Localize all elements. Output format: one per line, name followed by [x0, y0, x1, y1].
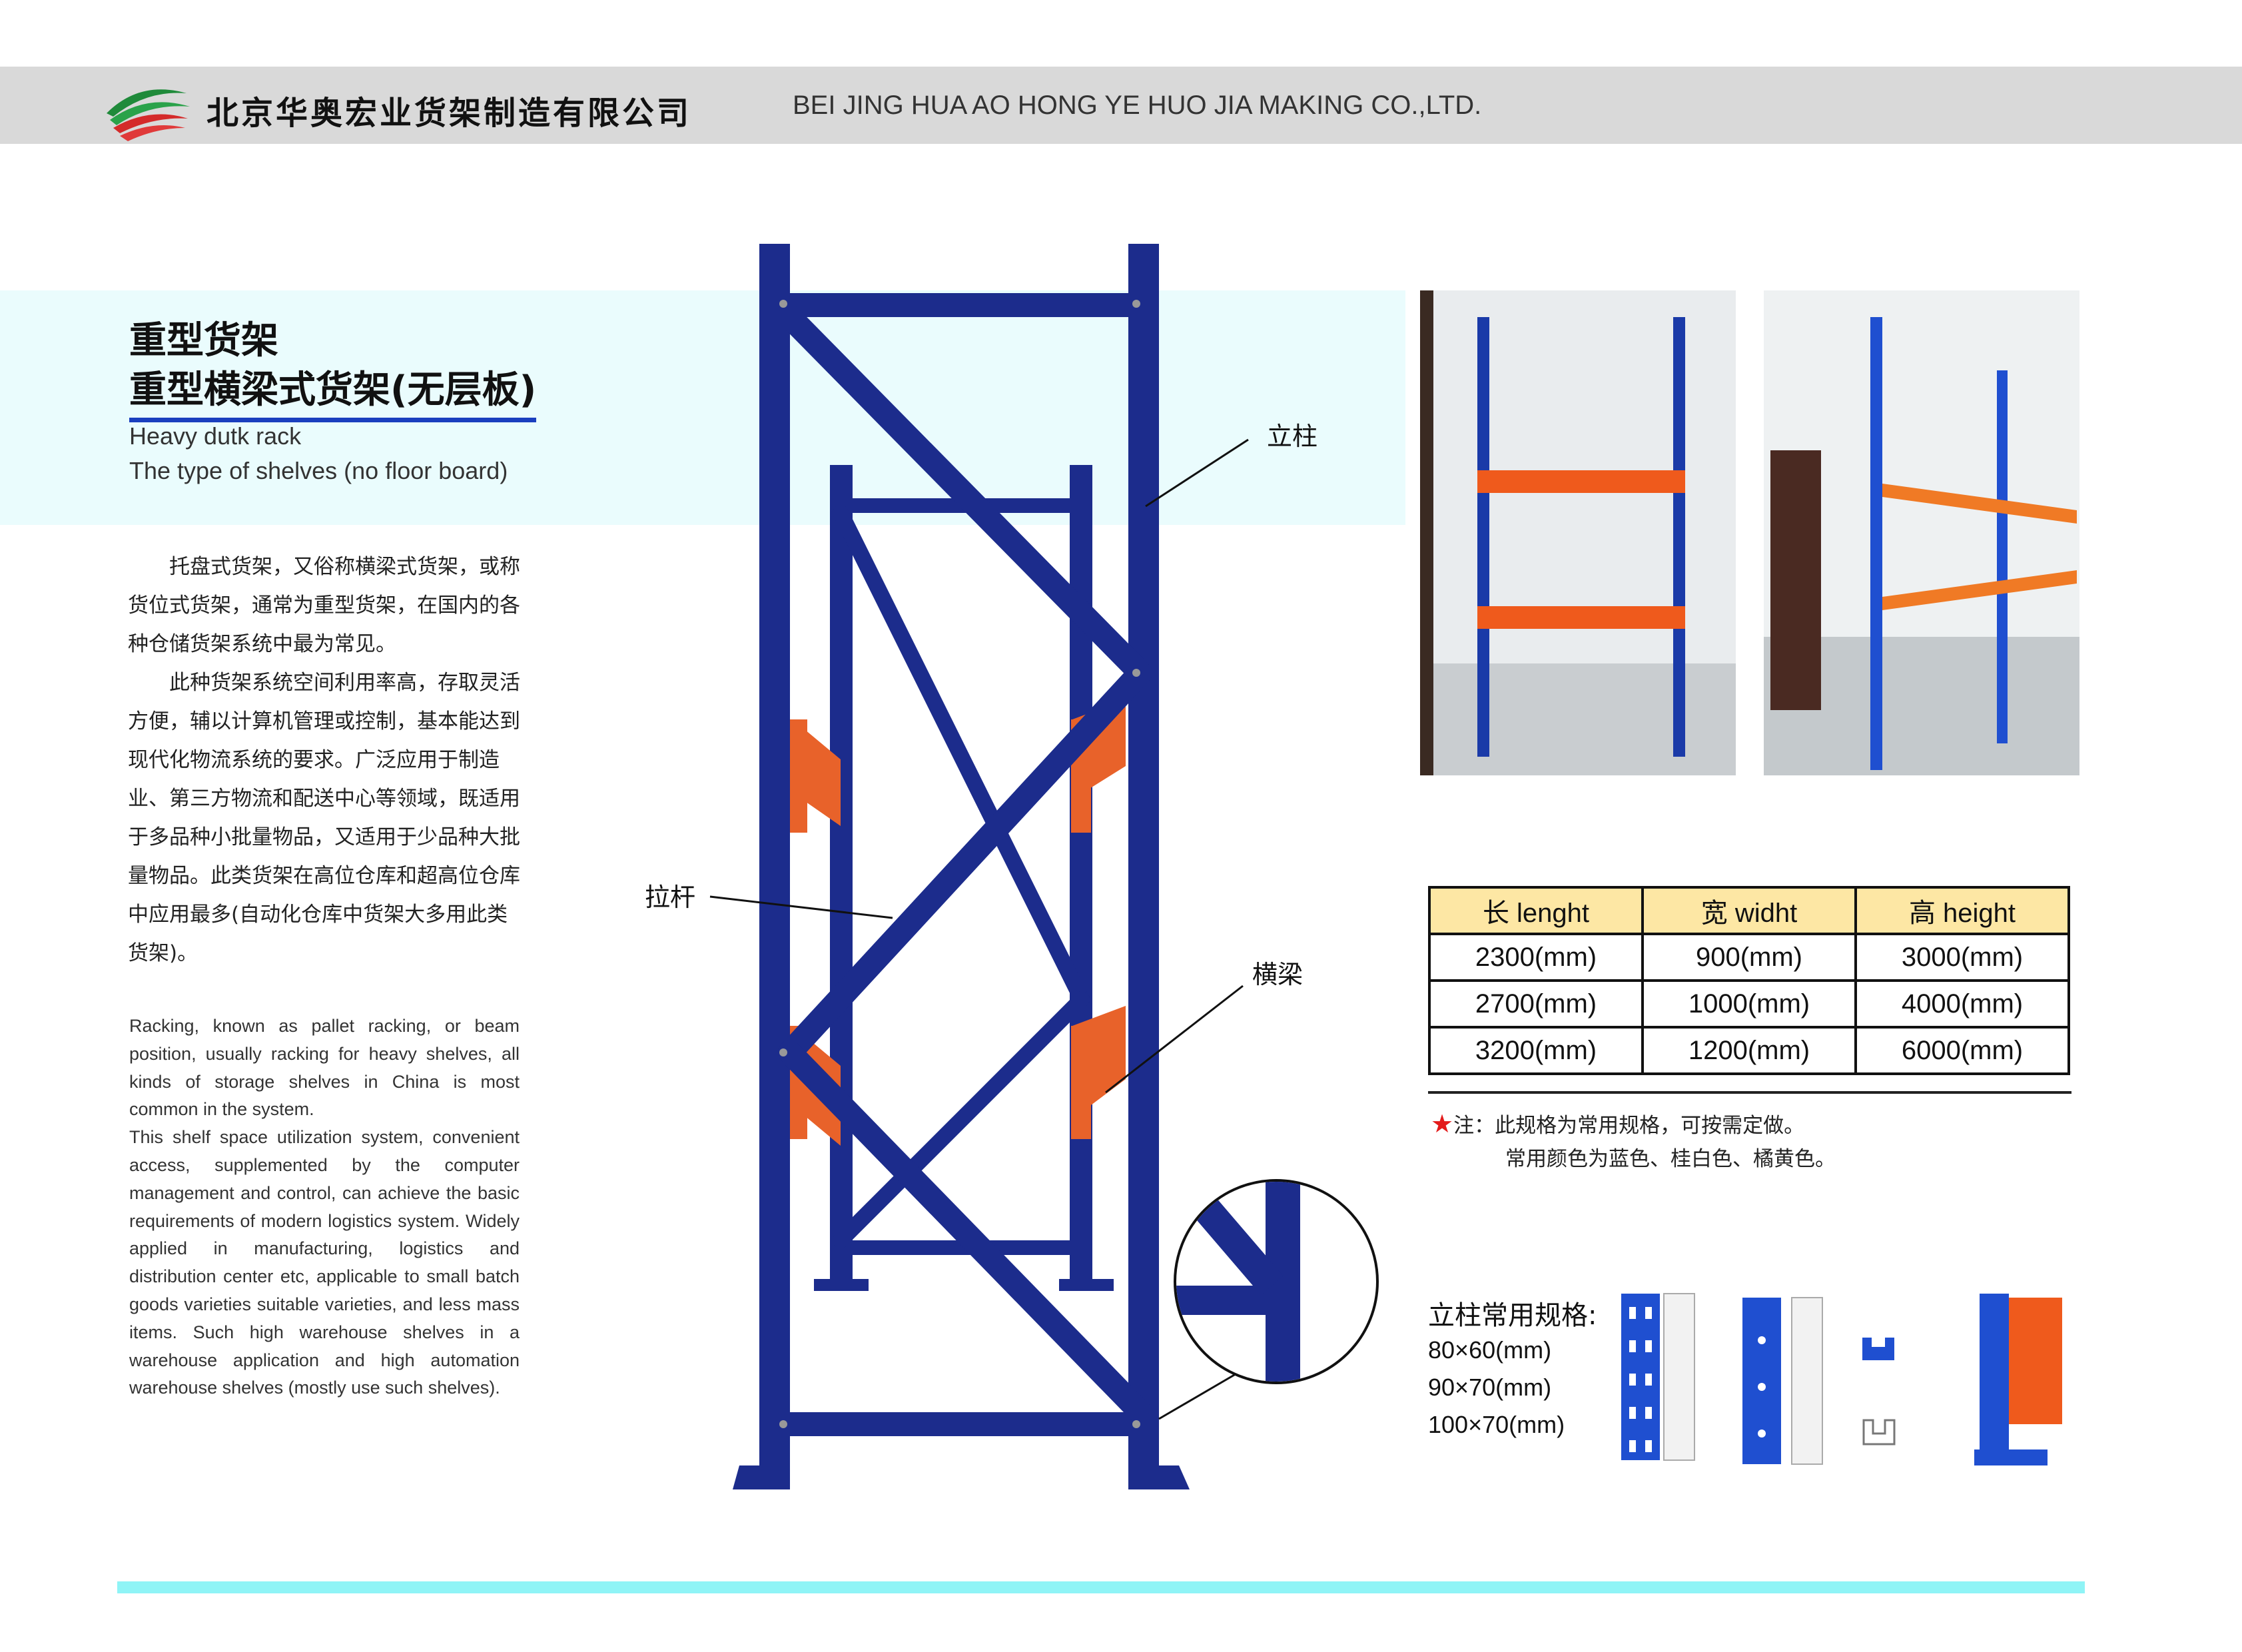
rack-bolts	[779, 300, 1140, 1428]
english-subtitle: The type of shelves (no floor board)	[129, 457, 508, 484]
label-brace: 拉杆	[645, 883, 696, 912]
label-beam: 横梁	[1252, 960, 1304, 989]
rear-frame-braces	[833, 505, 1090, 1248]
table-cell: 3200(mm)	[1428, 1026, 1644, 1075]
rack-photo-side	[1764, 290, 2079, 775]
column-spec-item: 100×70(mm)	[1428, 1411, 1565, 1438]
column-spec-title: 立柱常用规格:	[1428, 1300, 1597, 1331]
page-title: 重型货架	[129, 319, 278, 362]
table-row: 3200(mm) 1200(mm) 6000(mm)	[1428, 1026, 2070, 1075]
rack-photo-front	[1420, 290, 1736, 775]
table-cell: 2300(mm)	[1428, 933, 1644, 982]
header-length: 长 lenght	[1428, 886, 1644, 935]
description-cn-paragraph: 托盘式货架，又俗称横梁式货架，或称货位式货架，通常为重型货架，在国内的各种仓储货…	[128, 555, 520, 656]
upright-profile-a	[1621, 1293, 1695, 1461]
page-subtitle: 重型横梁式货架(无层板)	[129, 360, 537, 422]
table-cell: 1000(mm)	[1641, 979, 1857, 1029]
table-row: 2700(mm) 1000(mm) 4000(mm)	[1428, 979, 2070, 1029]
table-cell: 3000(mm)	[1854, 933, 2070, 982]
detail-zoom	[1174, 1179, 1379, 1384]
company-name-cn: 北京华奥宏业货架制造有限公司	[206, 95, 692, 132]
table-cell: 1200(mm)	[1641, 1026, 1857, 1075]
header-bar	[0, 67, 2242, 144]
spec-note: ★注：此规格为常用规格，可按需定做。 常用颜色为蓝色、桂白色、橘黄色。	[1431, 1107, 1836, 1176]
upright-section	[1862, 1338, 1896, 1446]
front-frame	[733, 244, 1190, 1489]
note-line-1: 注：此规格为常用规格，可按需定做。	[1453, 1114, 1805, 1138]
divider	[1428, 1091, 2071, 1094]
upright-profile-b	[1742, 1297, 1823, 1465]
table-cell: 2700(mm)	[1428, 979, 1644, 1029]
column-spec-item: 80×60(mm)	[1428, 1336, 1552, 1364]
table-header-row: 长 lenght 宽 widht 高 height	[1428, 886, 2070, 935]
description-en: Racking, known as pallet racking, or bea…	[129, 1013, 520, 1402]
upright-beam-joint	[1974, 1294, 2062, 1465]
company-logo-icon	[107, 89, 190, 141]
description-cn: 托盘式货架，又俗称横梁式货架，或称货位式货架，通常为重型货架，在国内的各种仓储货…	[128, 548, 528, 973]
note-line-2: 常用颜色为蓝色、桂白色、橘黄色。	[1505, 1147, 1836, 1171]
table-row: 2300(mm) 900(mm) 3000(mm)	[1428, 933, 2070, 982]
description-cn-paragraph: 此种货架系统空间利用率高，存取灵活方便，辅以计算机管理或控制，基本能达到现代化物…	[128, 671, 520, 965]
description-en-paragraph: Racking, known as pallet racking, or bea…	[129, 1016, 520, 1120]
upright-profiles	[1621, 1293, 2062, 1465]
leader-lines	[709, 438, 1249, 1420]
spec-table: 长 lenght 宽 widht 高 height 2300(mm) 900(m…	[1428, 886, 2070, 1075]
label-upright: 立柱	[1267, 422, 1318, 451]
table-cell: 900(mm)	[1641, 933, 1857, 982]
description-en-paragraph: This shelf space utilization system, con…	[129, 1127, 520, 1398]
star-icon: ★	[1431, 1109, 1454, 1138]
english-title: Heavy dutk rack	[129, 422, 302, 450]
title-band	[0, 290, 1405, 525]
column-spec-item: 90×70(mm)	[1428, 1374, 1552, 1401]
table-cell: 6000(mm)	[1854, 1026, 2070, 1075]
company-name-en: BEI JING HUA AO HONG YE HUO JIA MAKING C…	[793, 91, 1482, 120]
header-height: 高 height	[1854, 886, 2070, 935]
header-width: 宽 widht	[1641, 886, 1857, 935]
table-cell: 4000(mm)	[1854, 979, 2070, 1029]
bottom-bar	[117, 1581, 2085, 1593]
front-frame-braces	[778, 305, 1152, 1424]
